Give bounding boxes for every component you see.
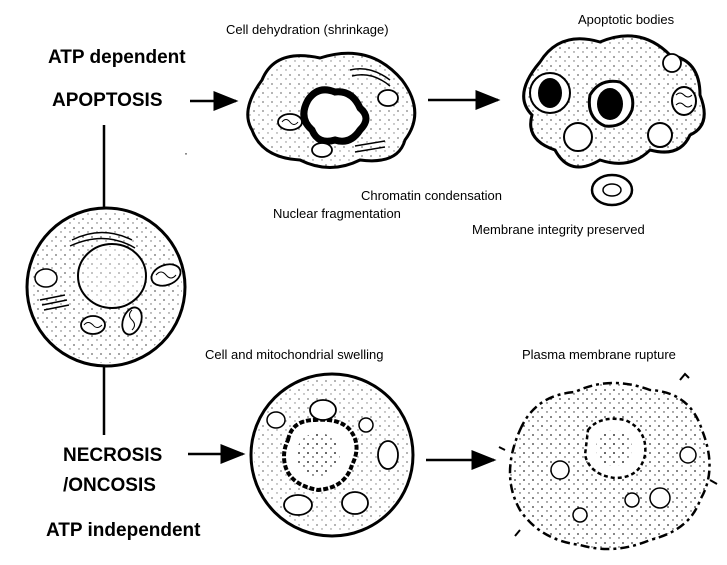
- cell-mito-swelling-annotation: Cell and mitochondrial swelling: [205, 347, 384, 362]
- atp-dependent-label: ATP dependent: [48, 47, 186, 68]
- shrunken-cell-illustration: [246, 51, 417, 169]
- chromatin-condensation-annotation: Chromatin condensation: [361, 188, 502, 203]
- atp-independent-label: ATP independent: [46, 520, 201, 541]
- necrosis-label: NECROSIS: [63, 445, 163, 466]
- apoptotic-bodies-annotation: Apoptotic bodies: [578, 12, 675, 27]
- ruptured-cell-illustration: [498, 372, 718, 551]
- apoptotic-bodies-illustration: [522, 34, 706, 207]
- membrane-integrity-annotation: Membrane integrity preserved: [472, 222, 645, 237]
- oncosis-label: /ONCOSIS: [63, 475, 156, 496]
- swollen-cell-illustration: [249, 372, 415, 538]
- nuclear-fragmentation-annotation: Nuclear fragmentation: [273, 206, 401, 221]
- normal-cell-illustration: [25, 206, 187, 368]
- cell-dehydration-annotation: Cell dehydration (shrinkage): [226, 22, 389, 37]
- apoptosis-label: APOPTOSIS: [52, 90, 163, 111]
- plasma-membrane-rupture-annotation: Plasma membrane rupture: [522, 347, 676, 362]
- stray-mark: ·: [184, 146, 188, 160]
